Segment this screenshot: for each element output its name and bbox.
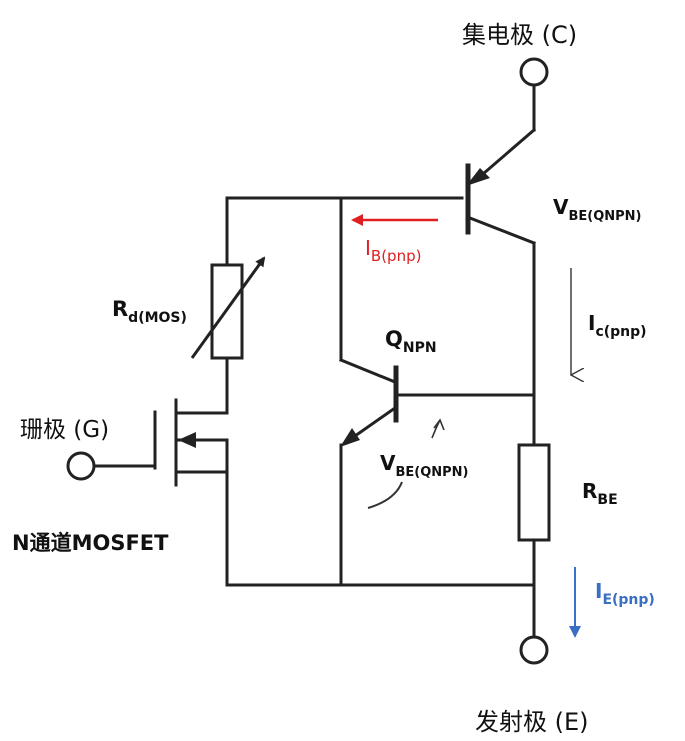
mosfet-arrowhead [178, 432, 196, 448]
rd-variable-arrow [190, 256, 266, 359]
rd-label: Rd(MOS) [112, 297, 187, 326]
ie-label: IE(pnp) [595, 579, 655, 608]
collector-label: 集电极 (C) [462, 21, 577, 49]
rbe-resistor [517, 443, 551, 542]
gate-terminal [66, 451, 96, 481]
rd-resistor [210, 263, 244, 360]
wire-qnpn-collector [339, 358, 397, 384]
collector-terminal [519, 57, 549, 87]
ib-label: IB(pnp) [365, 236, 421, 265]
qnpn-emitter-arrowhead [340, 428, 360, 447]
vbe-mid-label: VBE(QNPN) [380, 451, 469, 480]
gate-label: 珊极 (G) [20, 417, 109, 443]
wire-pnp-emitter [473, 127, 537, 183]
vbe-small-arrow [431, 418, 445, 439]
ic-label: Ic(pnp) [588, 311, 647, 340]
qnpn-label: QNPN [385, 327, 437, 356]
pnp-emitter-arrowhead [466, 168, 490, 186]
emitter-label: 发射极 (E) [475, 708, 589, 736]
wire-pnp-collector [468, 216, 536, 245]
mosfet-label: N通道MOSFET [12, 531, 169, 555]
vbe-top-label: VBE(QNPN) [553, 195, 642, 224]
emitter-terminal [519, 635, 549, 665]
vbe-curve [367, 481, 403, 509]
rbe-label: RBE [582, 479, 618, 508]
